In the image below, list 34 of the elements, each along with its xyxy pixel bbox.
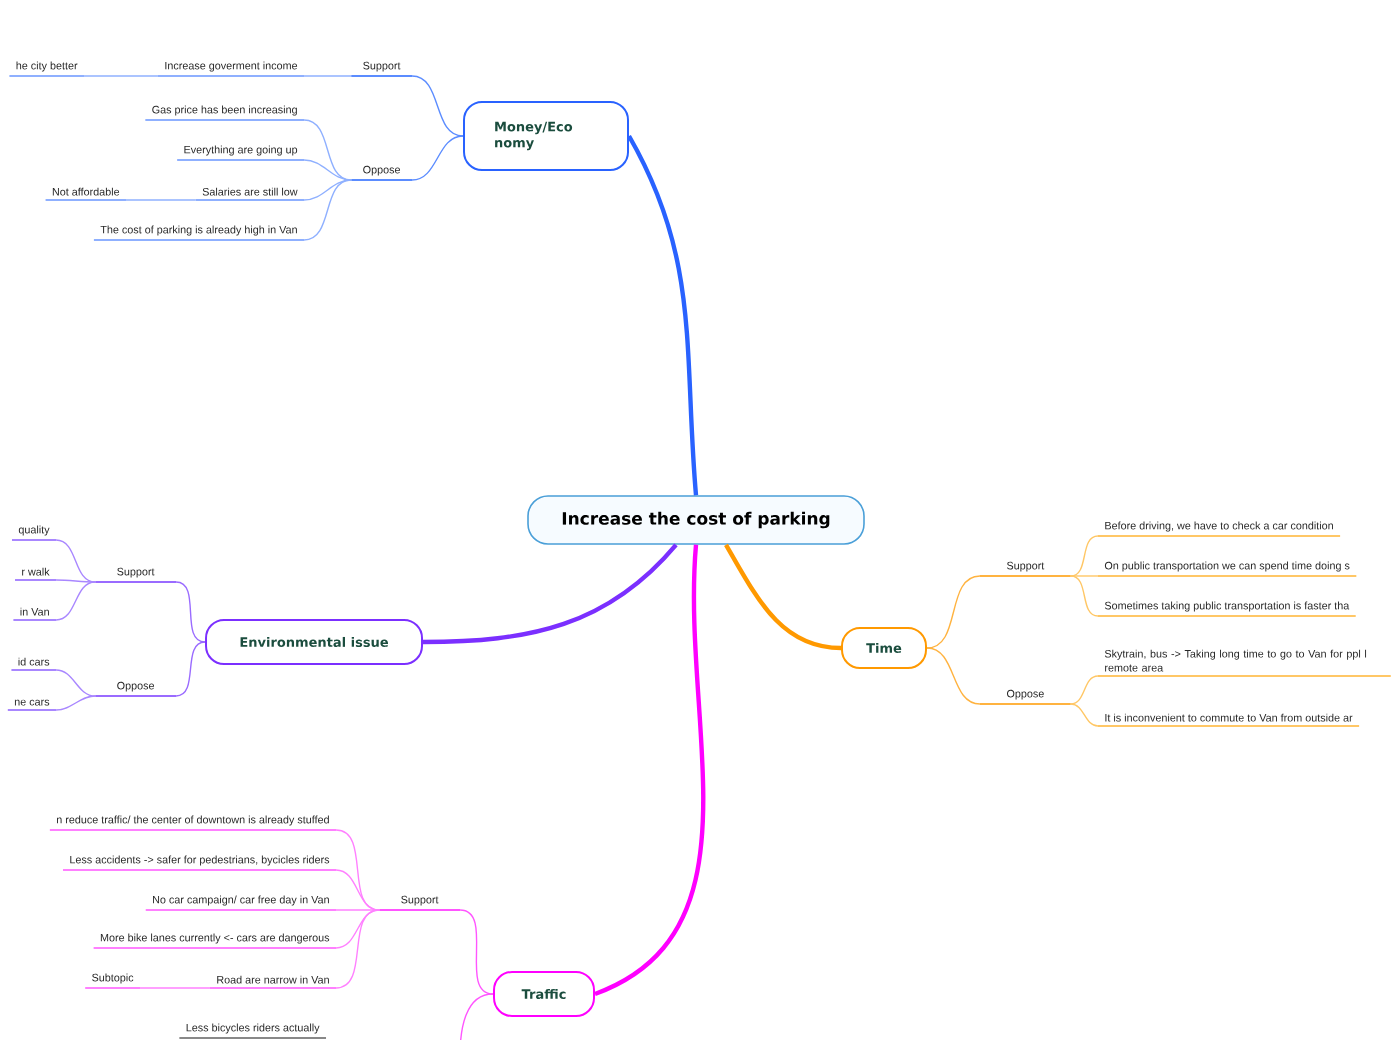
- branch-line: [1070, 675, 1099, 705]
- branch-line: [1070, 575, 1099, 577]
- branch-line: [926, 647, 981, 705]
- branch-line: [303, 75, 352, 77]
- branch-line: [335, 869, 380, 911]
- central-topic-box: Increase the cost of parking: [527, 495, 865, 545]
- branch-line: [175, 641, 206, 697]
- branch-line: [303, 179, 352, 201]
- branch-line: [423, 543, 678, 645]
- branch-line: [594, 544, 706, 996]
- branch-line: [411, 75, 464, 137]
- branch-line: [175, 581, 206, 643]
- branch-line: [125, 199, 197, 201]
- branch-line: [335, 909, 380, 989]
- branch-line: [459, 993, 494, 1040]
- branch-line: [459, 909, 494, 995]
- branch-line: [926, 575, 981, 649]
- branch-line: [335, 909, 380, 911]
- branch-line: [55, 539, 96, 583]
- branch-line: [83, 75, 159, 77]
- branch-line: [1070, 535, 1099, 577]
- branch-line: [411, 135, 464, 181]
- branch-line: [303, 119, 352, 181]
- branch-line: [1070, 703, 1099, 727]
- branch-line: [627, 134, 699, 496]
- branch-line: [55, 581, 96, 621]
- branch-line: [55, 695, 96, 711]
- branch-line: [55, 669, 96, 697]
- branch-line: [303, 179, 352, 241]
- branch-line: [303, 159, 352, 181]
- branch-line: [1070, 575, 1099, 617]
- branch-line: [139, 987, 211, 989]
- branch-line: [55, 579, 96, 583]
- branch-line: [724, 543, 842, 651]
